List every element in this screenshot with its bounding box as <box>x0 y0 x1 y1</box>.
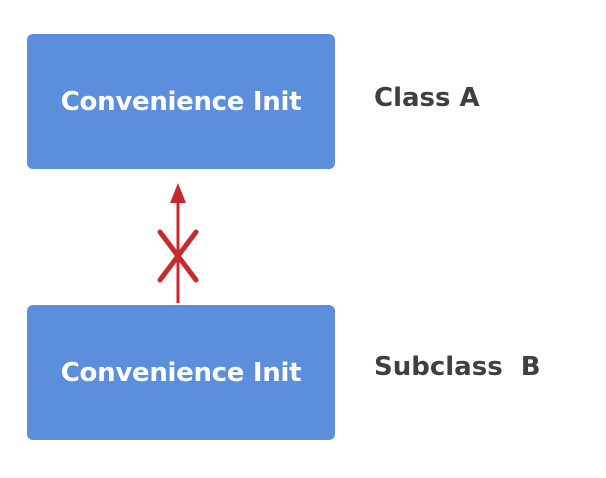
class-a-label: Class A <box>374 83 480 113</box>
subclass-b-label: Subclass B <box>374 352 541 382</box>
blocked-x-icon <box>157 229 199 283</box>
arrow-head <box>170 183 186 203</box>
bottom-box-label: Convenience Init <box>60 357 302 388</box>
bottom-convenience-init-box: Convenience Init <box>27 305 335 440</box>
top-box-label: Convenience Init <box>60 86 302 117</box>
top-convenience-init-box: Convenience Init <box>27 34 335 169</box>
